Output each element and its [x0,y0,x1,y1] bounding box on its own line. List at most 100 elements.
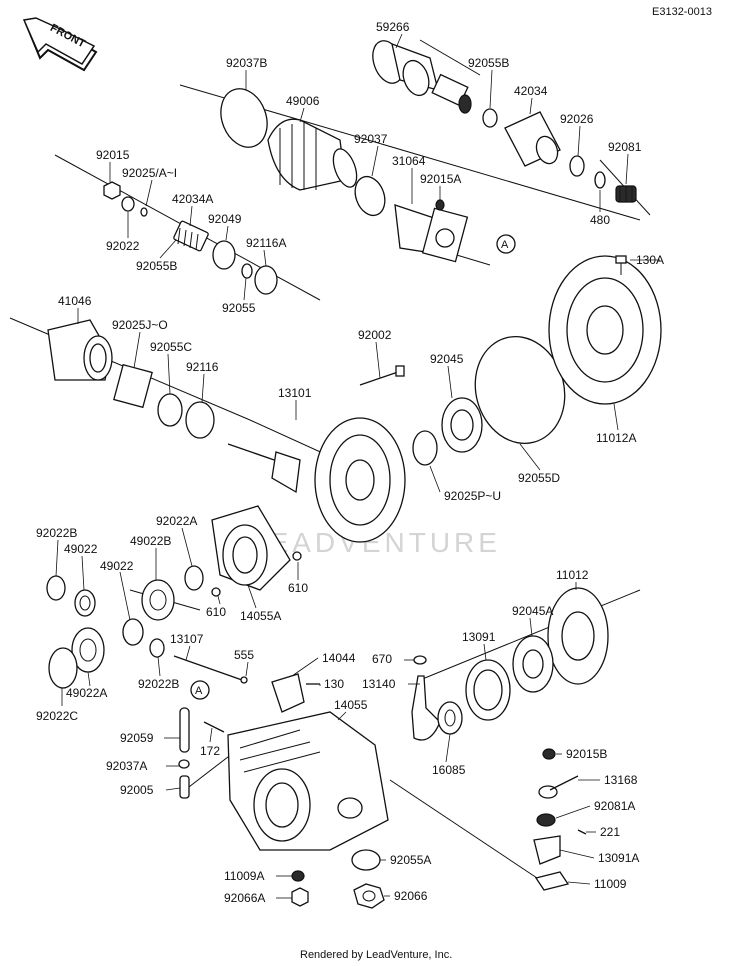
part-42034a-shape [173,220,209,252]
label-92081: 92081 [608,140,642,154]
part-11009a-shape [291,870,305,882]
label-31064: 31064 [392,154,426,168]
callout-a-bottom: A [190,680,210,700]
label-49022a: 49022A [66,686,107,700]
label-92055: 92055 [222,301,256,315]
part-92025jo-shape [113,363,153,409]
part-130a-shape [615,255,627,275]
label-480: 480 [590,213,610,227]
part-13168-shape [538,775,579,799]
label-92026: 92026 [560,112,594,126]
part-92081a-shape [536,813,556,827]
label-130a: 130A [636,253,664,267]
label-13101: 13101 [278,386,312,400]
part-49022-mid-shape [122,618,144,646]
label-670: 670 [372,652,392,666]
part-92022c-shape [48,647,78,689]
label-221: 221 [600,825,620,839]
part-14055a-shape [211,505,291,591]
label-92022: 92022 [106,239,140,253]
part-13091-shape [465,659,511,721]
label-59266: 59266 [376,20,410,34]
label-92015: 92015 [96,148,130,162]
callout-a-top: A [496,234,516,254]
label-92022a: 92022A [156,514,197,528]
label-92005: 92005 [120,783,154,797]
label-92081a: 92081A [594,799,635,813]
label-11009: 11009 [594,877,627,891]
part-14055-shape [227,711,389,851]
part-41046-shape [47,319,113,381]
part-555-shape [240,676,248,684]
part-92015b-shape [542,748,556,760]
label-92015b: 92015B [566,747,607,761]
front-arrow-icon: FRONT [22,17,98,72]
part-13140-shape [411,675,441,741]
part-92059-shape [179,707,190,753]
part-92049-shape [212,240,236,270]
label-92066a: 92066A [224,891,265,905]
part-13091a-shape [533,835,561,865]
part-49006-shape [267,118,358,191]
label-14044: 14044 [322,651,356,665]
part-92116-shape [185,401,215,439]
part-92116a-shape [254,265,278,295]
part-92037a-shape [178,759,190,769]
label-41046: 41046 [58,294,92,308]
label-92049: 92049 [208,212,242,226]
label-92022b: 92022B [36,526,77,540]
part-59266-shape [372,40,472,114]
part-11009-shape [534,871,570,891]
part-92055a-shape [351,849,381,871]
part-92066a-shape [291,887,309,907]
label-11012a: 11012A [596,431,636,445]
label-92055b-top: 92055B [468,56,509,70]
label-92045a: 92045A [512,604,553,618]
part-92022-shape [121,196,135,212]
part-49022-top-shape [74,589,96,617]
part-92022b-shape [46,575,66,601]
label-49006: 49006 [286,94,320,108]
label-42034a: 42034A [172,192,213,206]
part-92025pu-shape [412,430,438,466]
part-92025ai-shape [140,207,148,217]
label-172: 172 [200,744,220,758]
label-610-b: 610 [206,605,226,619]
part-92066-shape [353,883,385,909]
label-92025jo: 92025J~O [112,318,168,332]
label-92116: 92116 [186,360,219,374]
part-31064-shape [394,199,469,263]
part-92045a-shape [512,635,554,693]
label-92116a: 92116A [246,236,286,250]
part-49022a-shape [71,627,105,673]
label-11009a: 11009A [224,869,264,883]
label-92037b: 92037B [226,56,267,70]
label-11012: 11012 [556,568,589,582]
label-555: 555 [234,648,254,662]
part-92022b-b-shape [149,638,165,658]
svg-text:A: A [195,685,203,697]
part-14044-shape [271,673,305,713]
label-49022-top: 49022 [64,542,98,556]
part-92055b-shape [482,108,498,128]
label-92059: 92059 [120,731,154,745]
part-172-shape [203,721,225,733]
part-610-a-shape [292,551,302,561]
part-92037-shape [354,175,386,217]
label-130: 130 [324,677,344,691]
label-92015a: 92015A [420,172,461,186]
part-480-shape [594,171,606,189]
part-92055c-shape [157,393,183,427]
label-13091a: 13091A [598,851,639,865]
leader-lines [55,33,660,899]
label-49022b: 49022B [130,534,171,548]
part-13107-shape [173,655,243,681]
part-221-shape [577,829,587,835]
part-92026-shape [569,155,585,177]
part-42034-shape [504,111,561,167]
label-16085: 16085 [432,763,466,777]
part-610-b-shape [211,587,221,597]
label-92037a: 92037A [106,759,147,773]
label-92055d: 92055D [518,471,560,485]
